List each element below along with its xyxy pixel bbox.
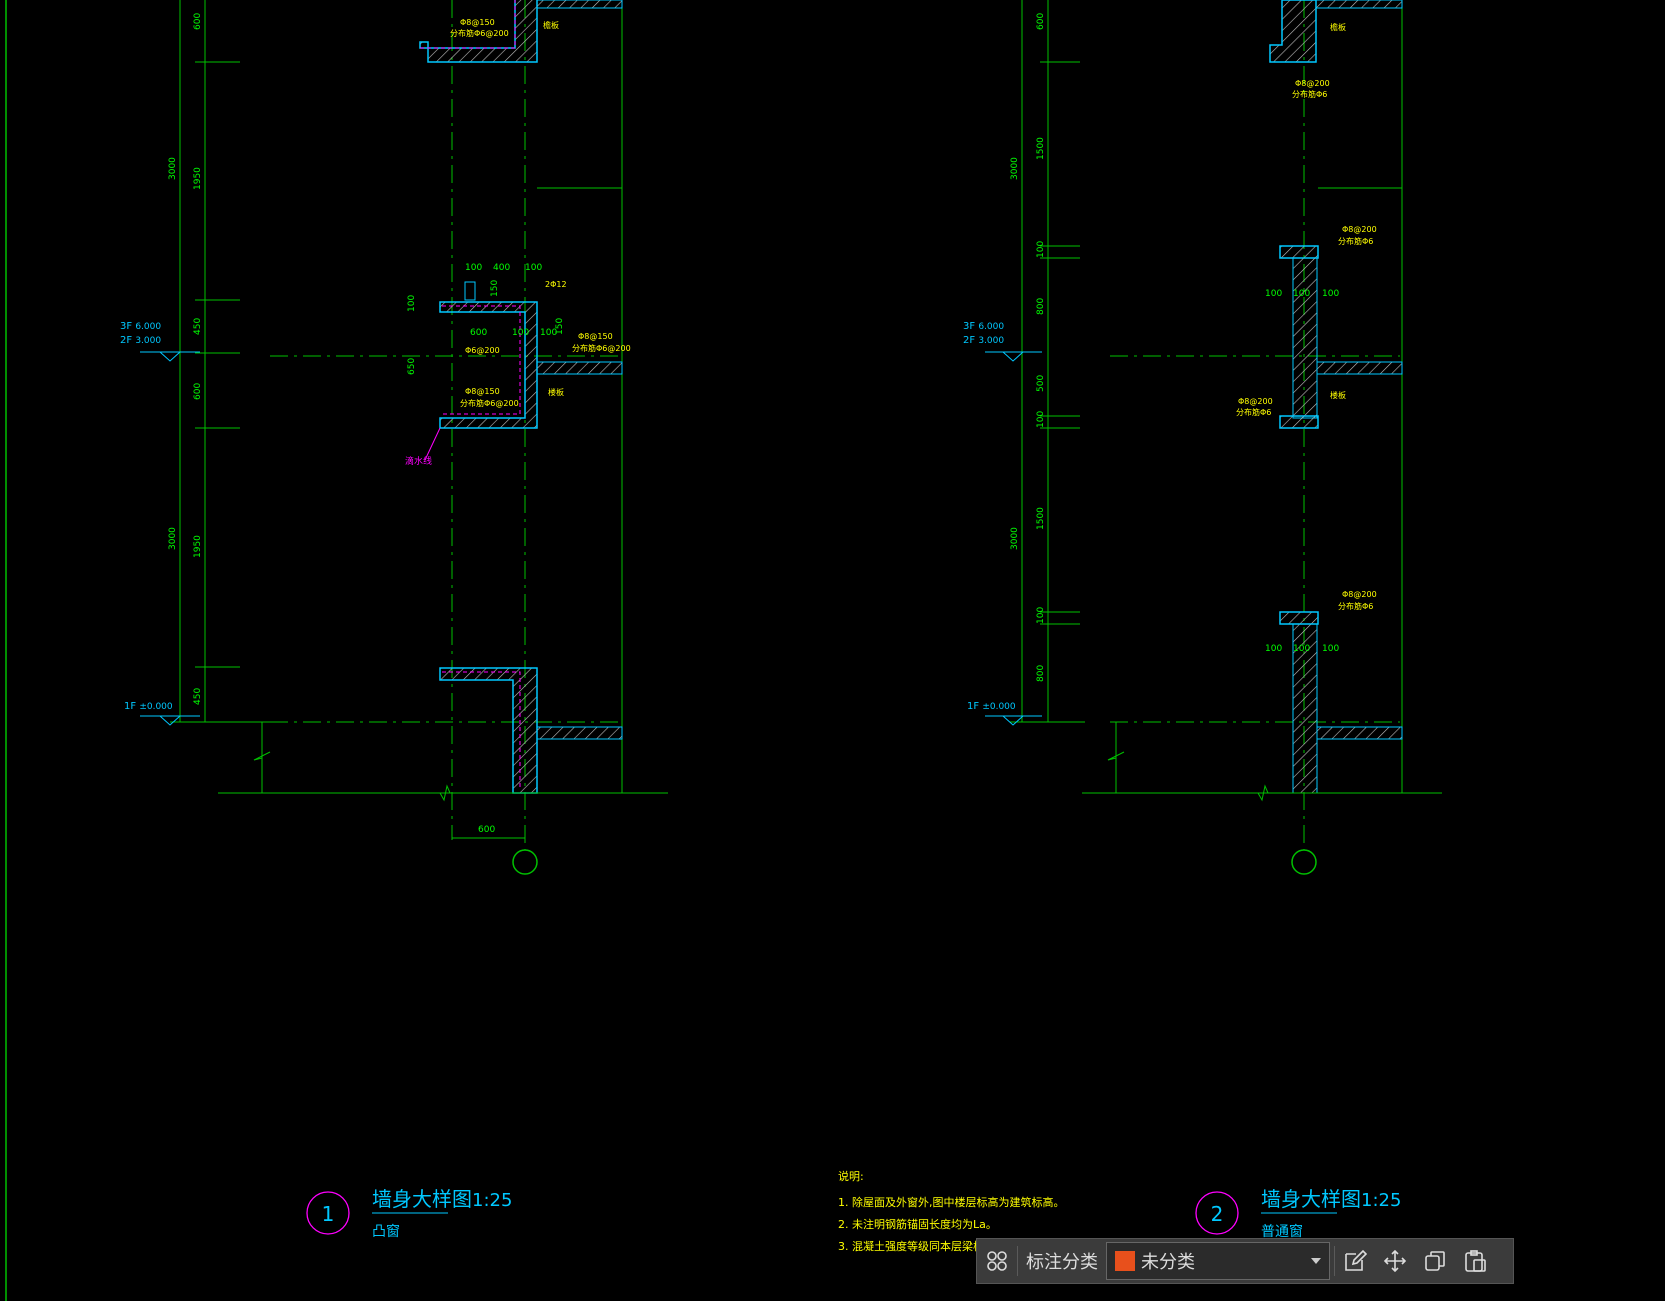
detail-number-1: 1: [322, 1202, 335, 1226]
dim-inner-2: 1500: [1036, 507, 1046, 530]
rebar-note: 分布筋Φ6@200: [460, 398, 519, 408]
level-3f-label-2: 3F 6.000: [963, 321, 1004, 332]
rebar-note-2: 分布筋Φ6: [1292, 89, 1327, 99]
side-dim: 100: [1322, 289, 1339, 299]
annotation-category-select[interactable]: 未分类: [1106, 1242, 1330, 1280]
sill-dim: 100: [540, 328, 557, 338]
category-selected-value: 未分类: [1141, 1252, 1195, 1273]
top-dim: 100: [465, 263, 482, 273]
annotation-category-label: 标注分类: [1026, 1252, 1098, 1273]
level-2f-label: 2F 3.000: [120, 335, 161, 346]
level-marker-2f: [158, 351, 182, 362]
side-dim: 100: [1265, 644, 1282, 654]
dim-inner-2: 600: [1036, 13, 1046, 30]
rebar-note: Φ8@150: [578, 332, 613, 341]
sill-dim: 100: [407, 295, 417, 312]
note-item: 2. 未注明钢筋锚固长度均为La。: [838, 1217, 997, 1231]
notes-heading: 说明:: [838, 1169, 864, 1183]
explanation-notes: 说明: 1. 除屋面及外窗外,图中楼层标高为建筑标高。 2. 未注明钢筋锚固长度…: [838, 1169, 1065, 1253]
annotation-toolbar: 标注分类 未分类: [976, 1238, 1514, 1284]
dim-inner: 450: [193, 318, 203, 335]
toolbar-separator: [1334, 1246, 1335, 1276]
dim-inner: 600: [193, 383, 203, 400]
rebar-note-2: Φ8@200: [1342, 225, 1377, 234]
side-dim: 100: [1265, 289, 1282, 299]
eave-note-2: 檐板: [1330, 22, 1346, 32]
dim-total-lower-2: 3000: [1010, 527, 1020, 550]
sill-dim: 600: [470, 328, 487, 338]
rebar-note: Φ8@150: [460, 18, 495, 27]
sill-dim: 150: [490, 280, 500, 297]
category-color-swatch: [1115, 1251, 1135, 1271]
rebar-note: 分布筋Φ6@200: [572, 343, 631, 353]
drip-line-note: 滴水线: [405, 455, 432, 467]
detail-number-circle-2: [1195, 1191, 1239, 1235]
detail-2-title: 2 墙身大样图1:25 普通窗: [1195, 1187, 1401, 1240]
bottom-dim: 600: [478, 825, 495, 835]
side-dim: 100: [1293, 644, 1310, 654]
rebar-note-2: 分布筋Φ6: [1236, 407, 1271, 417]
rebar-note-2: Φ8@200: [1342, 590, 1377, 599]
level-2f-label-2: 2F 3.000: [963, 335, 1004, 346]
detail-subtitle-1: 凸窗: [372, 1223, 400, 1240]
detail-number-2: 2: [1211, 1202, 1224, 1226]
dim-inner: 450: [193, 688, 203, 705]
dim-inner: 1950: [193, 167, 203, 190]
rebar-note-2: Φ8@200: [1295, 79, 1330, 88]
move-icon[interactable]: [1375, 1239, 1415, 1283]
side-dim: 100: [1322, 644, 1339, 654]
eave-note: 檐板: [543, 20, 559, 30]
detail-1-wall-section: [140, 0, 668, 875]
grid-icon[interactable]: [977, 1239, 1017, 1283]
detail-subtitle-2: 普通窗: [1261, 1223, 1303, 1240]
rebar-note-2: Φ8@200: [1238, 397, 1273, 406]
slab-note: 楼板: [548, 387, 564, 397]
sill-dim: 150: [555, 318, 565, 335]
copy-icon[interactable]: [1415, 1239, 1455, 1283]
detail-title-1: 墙身大样图1:25: [372, 1187, 512, 1211]
rebar-note: Φ6@200: [465, 346, 500, 355]
level-3f-label: 3F 6.000: [120, 321, 161, 332]
detail-2-wall-section: [985, 0, 1442, 875]
toolbar-separator: [1017, 1246, 1018, 1276]
side-dim: 100: [1293, 289, 1310, 299]
rebar-note-2: 分布筋Φ6: [1338, 601, 1373, 611]
axis-bubble-2: [1291, 849, 1317, 875]
dim-inner-2: 100: [1036, 607, 1046, 624]
slab-note-2: 楼板: [1330, 390, 1346, 400]
rebar-note: 分布筋Φ6@200: [450, 28, 509, 38]
dim-inner: 1950: [193, 535, 203, 558]
paste-icon[interactable]: [1455, 1239, 1495, 1283]
detail-1-title: 1 墙身大样图1:25 凸窗: [306, 1187, 512, 1240]
dim-inner-2: 800: [1036, 665, 1046, 682]
level-1f-label: 1F ±0.000: [124, 701, 173, 712]
rebar-note: Φ8@150: [465, 387, 500, 396]
edit-icon[interactable]: [1335, 1239, 1375, 1283]
level-marker-1f: [158, 715, 182, 726]
sill-dim: 100: [512, 328, 529, 338]
top-dim: 100: [525, 263, 542, 273]
dim-inner-2: 1500: [1036, 137, 1046, 160]
top-dim: 400: [493, 263, 510, 273]
detail-title-2: 墙身大样图1:25: [1261, 1187, 1401, 1211]
dim-inner: 600: [193, 13, 203, 30]
detail-number-circle-1: [306, 1191, 350, 1235]
chevron-down-icon: [1311, 1258, 1321, 1264]
rebar-note: 2Φ12: [545, 280, 567, 289]
note-item: 3. 混凝土强度等级同本层梁板。: [838, 1239, 995, 1253]
sill-dim: 650: [407, 358, 417, 375]
axis-bubble-1: [512, 849, 538, 875]
note-item: 1. 除屋面及外窗外,图中楼层标高为建筑标高。: [838, 1195, 1065, 1209]
dim-inner-2: 100: [1036, 411, 1046, 428]
rebar-note-2: 分布筋Φ6: [1338, 236, 1373, 246]
dim-total-upper-2: 3000: [1010, 157, 1020, 180]
level-1f-label-2: 1F ±0.000: [967, 701, 1016, 712]
dim-inner-2: 100: [1036, 241, 1046, 258]
dim-total-upper: 3000: [168, 157, 178, 180]
dim-total-lower: 3000: [168, 527, 178, 550]
dim-inner-2: 500: [1036, 375, 1046, 392]
dim-inner-2: 800: [1036, 298, 1046, 315]
